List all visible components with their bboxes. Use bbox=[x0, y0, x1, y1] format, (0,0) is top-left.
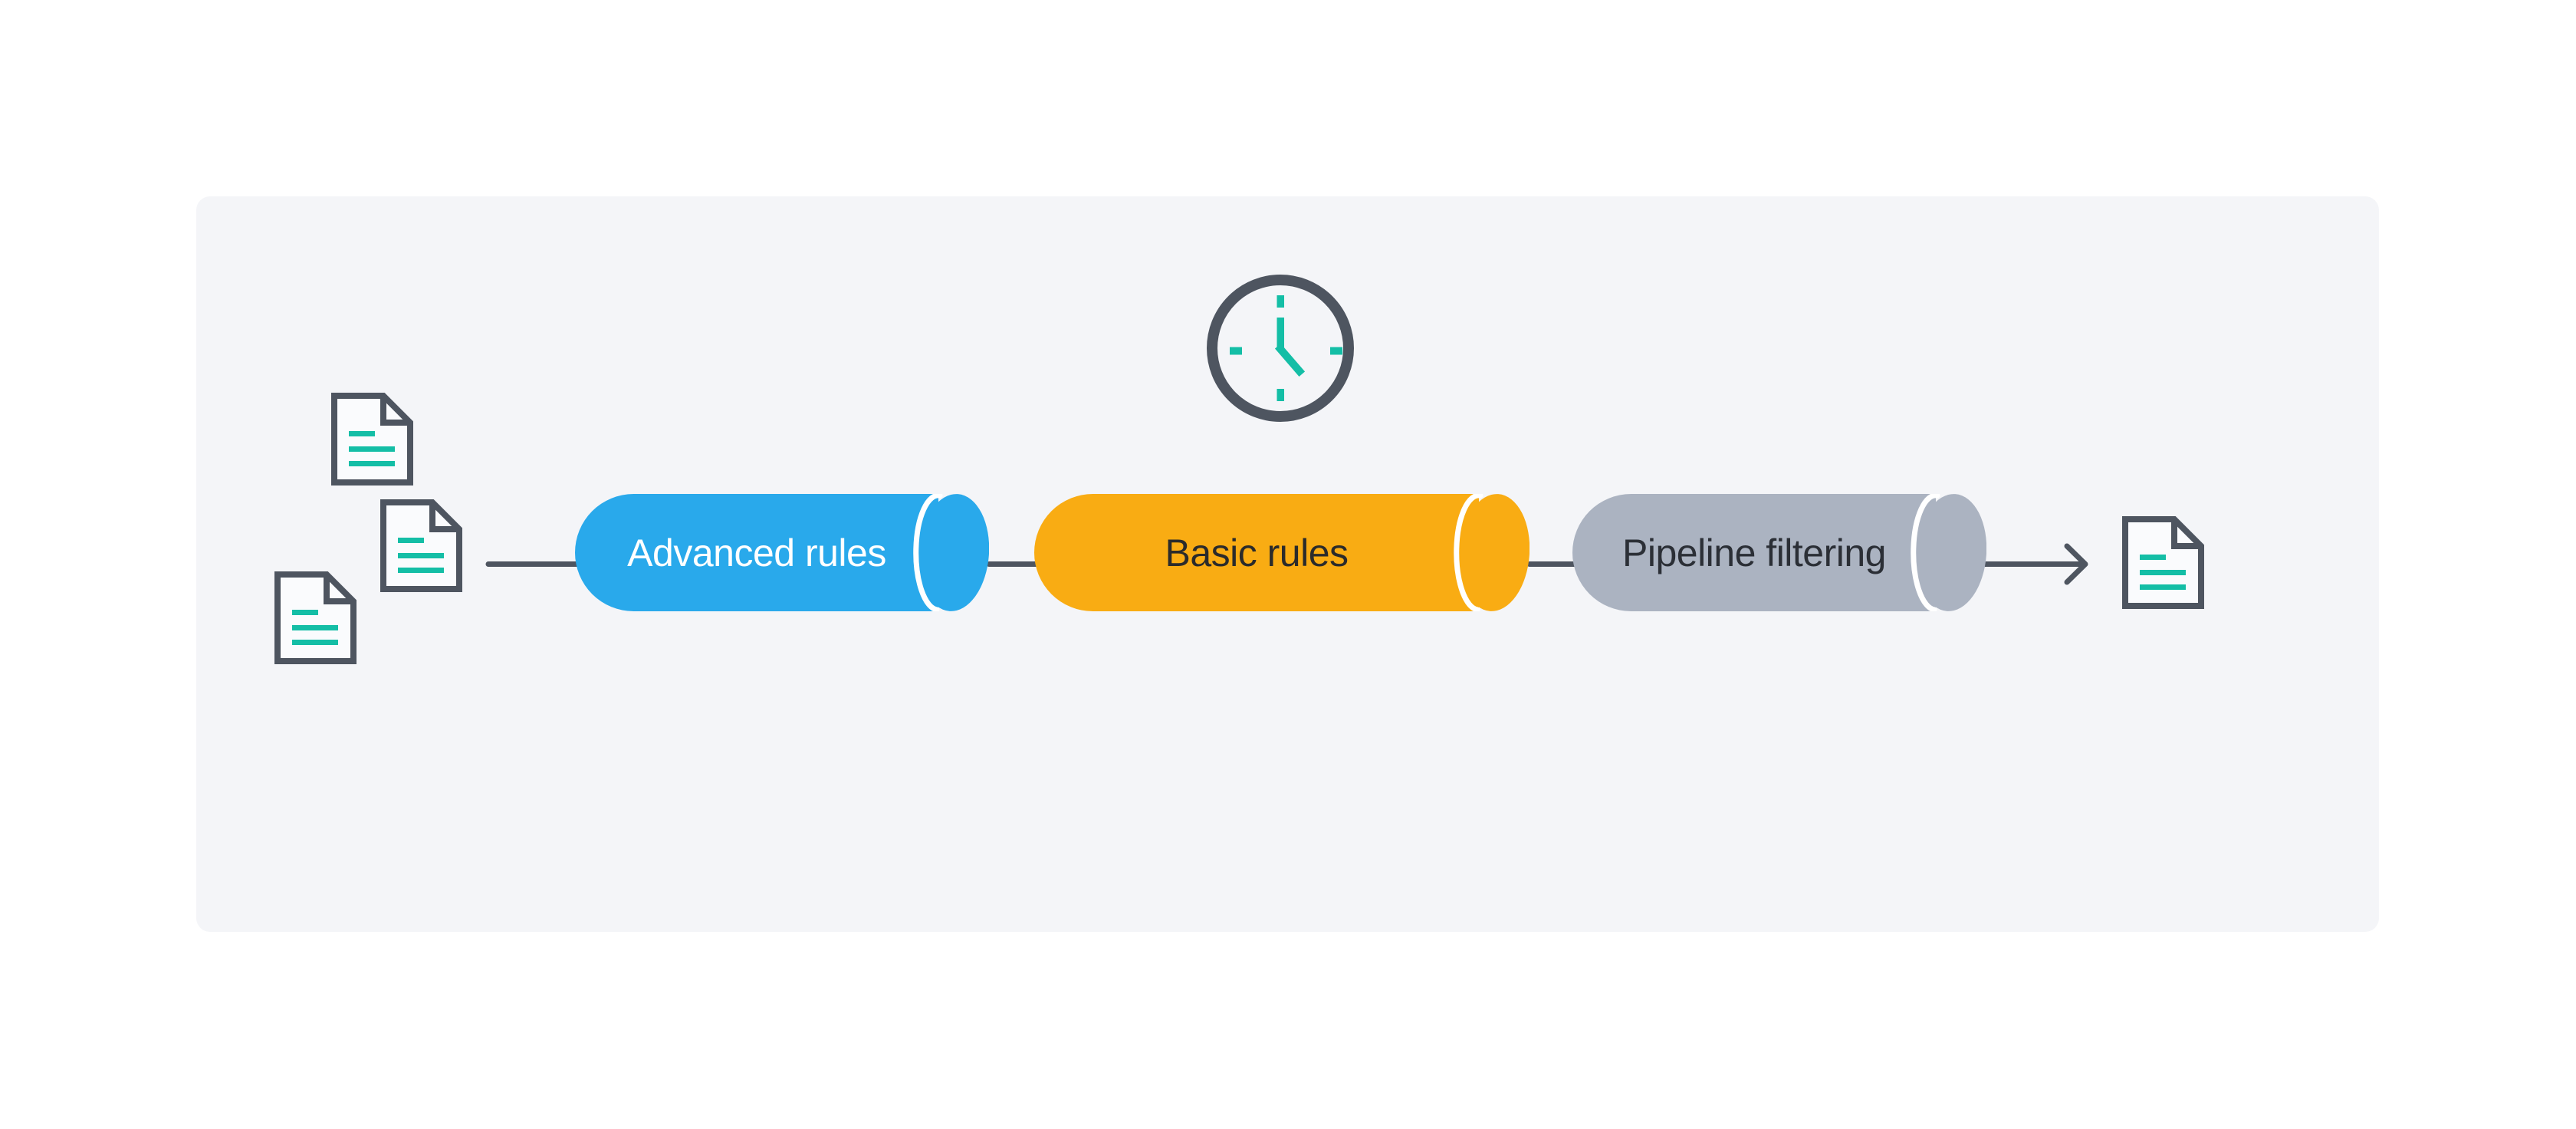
document-icon-output bbox=[2122, 516, 2204, 609]
cylinder-cap-separator bbox=[913, 494, 943, 611]
cylinder-body bbox=[1572, 494, 1936, 611]
stage-label-basic-rules: Basic rules bbox=[1165, 531, 1349, 574]
stage-pipeline-filtering: Pipeline filtering bbox=[1572, 494, 1986, 611]
document-fold-corner bbox=[380, 396, 410, 426]
clock-hour-hand bbox=[1274, 343, 1306, 377]
document-icon-input-2 bbox=[380, 499, 462, 592]
document-outline bbox=[380, 499, 462, 592]
clock-tick-6 bbox=[1276, 389, 1284, 401]
document-outline bbox=[331, 393, 413, 486]
cylinder-cap bbox=[1458, 494, 1530, 611]
cylinder-shape-pipeline bbox=[1572, 494, 1986, 611]
clock-ring bbox=[1207, 275, 1354, 422]
document-outline bbox=[2122, 516, 2204, 609]
clock-icon bbox=[1207, 275, 1354, 422]
document-text-line bbox=[292, 610, 318, 615]
clock-tick-3 bbox=[1330, 347, 1342, 355]
document-outline bbox=[274, 571, 356, 664]
cylinder-cap bbox=[1915, 494, 1986, 611]
document-text-line bbox=[349, 431, 375, 436]
clock-tick-12 bbox=[1276, 295, 1284, 308]
document-fold-corner bbox=[429, 502, 459, 532]
stage-label-advanced-rules: Advanced rules bbox=[627, 531, 886, 574]
cylinder-shape-advanced bbox=[575, 494, 989, 611]
document-text-line bbox=[2140, 570, 2186, 575]
document-text-line bbox=[349, 461, 395, 466]
document-text-line bbox=[398, 553, 444, 558]
stage-basic-rules: Basic rules bbox=[1034, 494, 1530, 611]
document-fold-corner bbox=[2171, 519, 2201, 549]
cylinder-body bbox=[1034, 494, 1479, 611]
cylinder-cap bbox=[918, 494, 989, 611]
document-text-line bbox=[2140, 555, 2166, 560]
clock-tick-9 bbox=[1230, 347, 1242, 355]
clock-minute-hand bbox=[1276, 318, 1284, 351]
document-text-line bbox=[2140, 584, 2186, 590]
document-text-line bbox=[398, 568, 444, 573]
stage-advanced-rules: Advanced rules bbox=[575, 494, 989, 611]
document-text-line bbox=[349, 446, 395, 452]
document-fold-corner bbox=[324, 574, 353, 604]
cylinder-shape-basic bbox=[1034, 494, 1530, 611]
document-icon-input-1 bbox=[331, 393, 413, 486]
stage-label-pipeline-filtering: Pipeline filtering bbox=[1622, 531, 1886, 574]
document-icon-input-3 bbox=[274, 571, 356, 664]
document-text-line bbox=[398, 538, 424, 543]
cylinder-cap-separator bbox=[1911, 494, 1940, 611]
cylinder-cap-separator bbox=[1454, 494, 1484, 611]
document-text-line bbox=[292, 640, 338, 645]
document-text-line bbox=[292, 625, 338, 630]
cylinder-body bbox=[575, 494, 938, 611]
